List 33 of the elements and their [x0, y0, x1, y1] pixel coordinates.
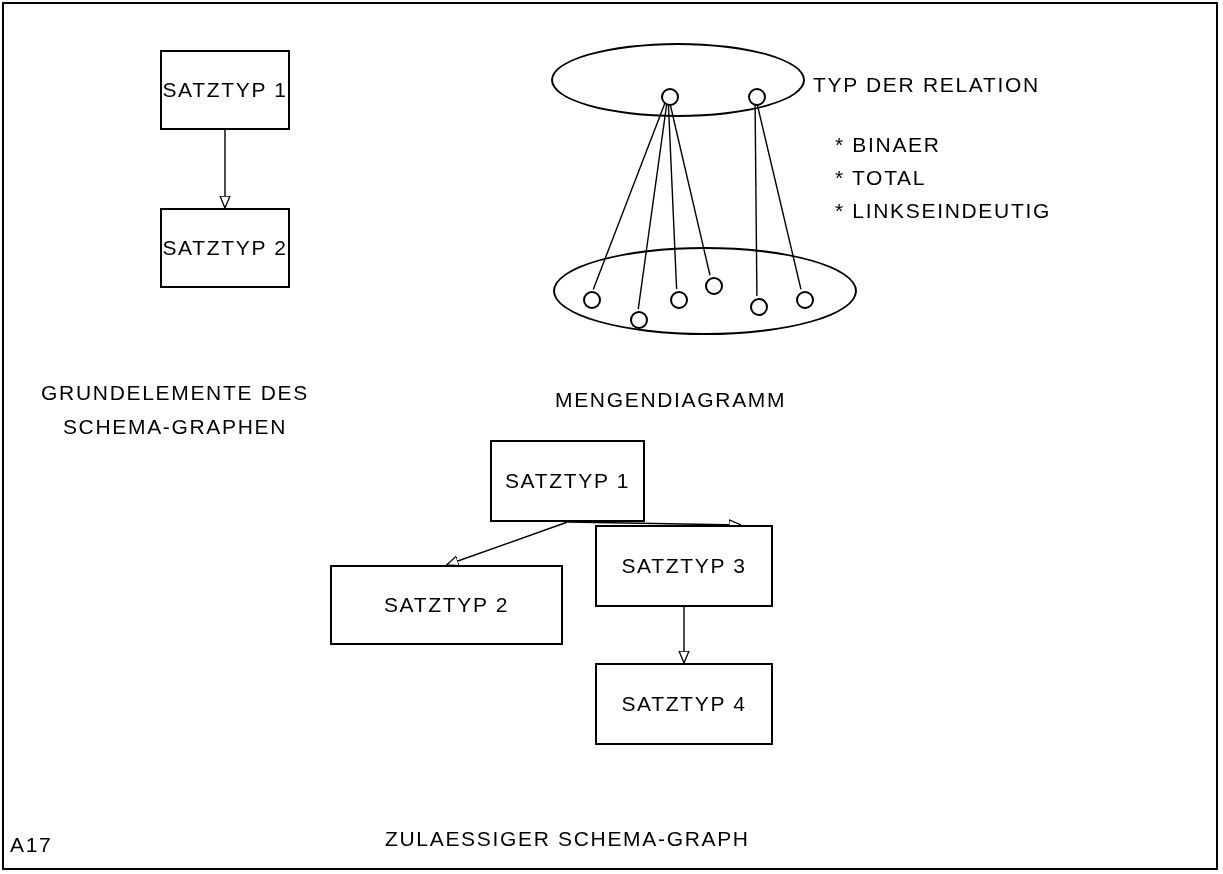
relation-line [754, 103, 758, 297]
record-type-box: SATZTYP 1 [490, 440, 645, 522]
label-text: MENGENDIAGRAMM [555, 387, 787, 413]
record-type-box: SATZTYP 4 [595, 663, 773, 745]
record-type-box: SATZTYP 2 [160, 208, 290, 288]
relation-line [592, 102, 666, 291]
arrow [445, 521, 569, 567]
relation-line [667, 103, 678, 290]
element-circle [661, 88, 679, 106]
label-text: * TOTAL [835, 165, 927, 191]
element-circle [705, 277, 723, 295]
arrow [219, 129, 231, 209]
relation-line [756, 103, 802, 290]
label-text: ZULAESSIGER SCHEMA-GRAPH [385, 826, 750, 852]
relation-line [637, 103, 668, 310]
element-circle [750, 298, 768, 316]
label-text: A17 [10, 832, 53, 858]
record-type-box: SATZTYP 3 [595, 525, 773, 607]
arrow [678, 606, 690, 664]
element-circle [796, 291, 814, 309]
relation-type-heading: TYP DER RELATION [813, 72, 1040, 98]
label-text: * LINKSEINDEUTIG [835, 198, 1051, 224]
label-text: GRUNDELEMENTE DES SCHEMA-GRAPHEN [40, 380, 310, 440]
relation-line [669, 103, 711, 276]
record-type-box: SATZTYP 1 [160, 50, 290, 130]
element-circle [670, 291, 688, 309]
element-circle [748, 88, 766, 106]
record-type-box: SATZTYP 2 [330, 565, 563, 645]
element-circle [630, 311, 648, 329]
element-circle [583, 291, 601, 309]
set-ellipse [551, 43, 805, 117]
label-text: * BINAER [835, 132, 941, 158]
set-ellipse [553, 247, 857, 335]
